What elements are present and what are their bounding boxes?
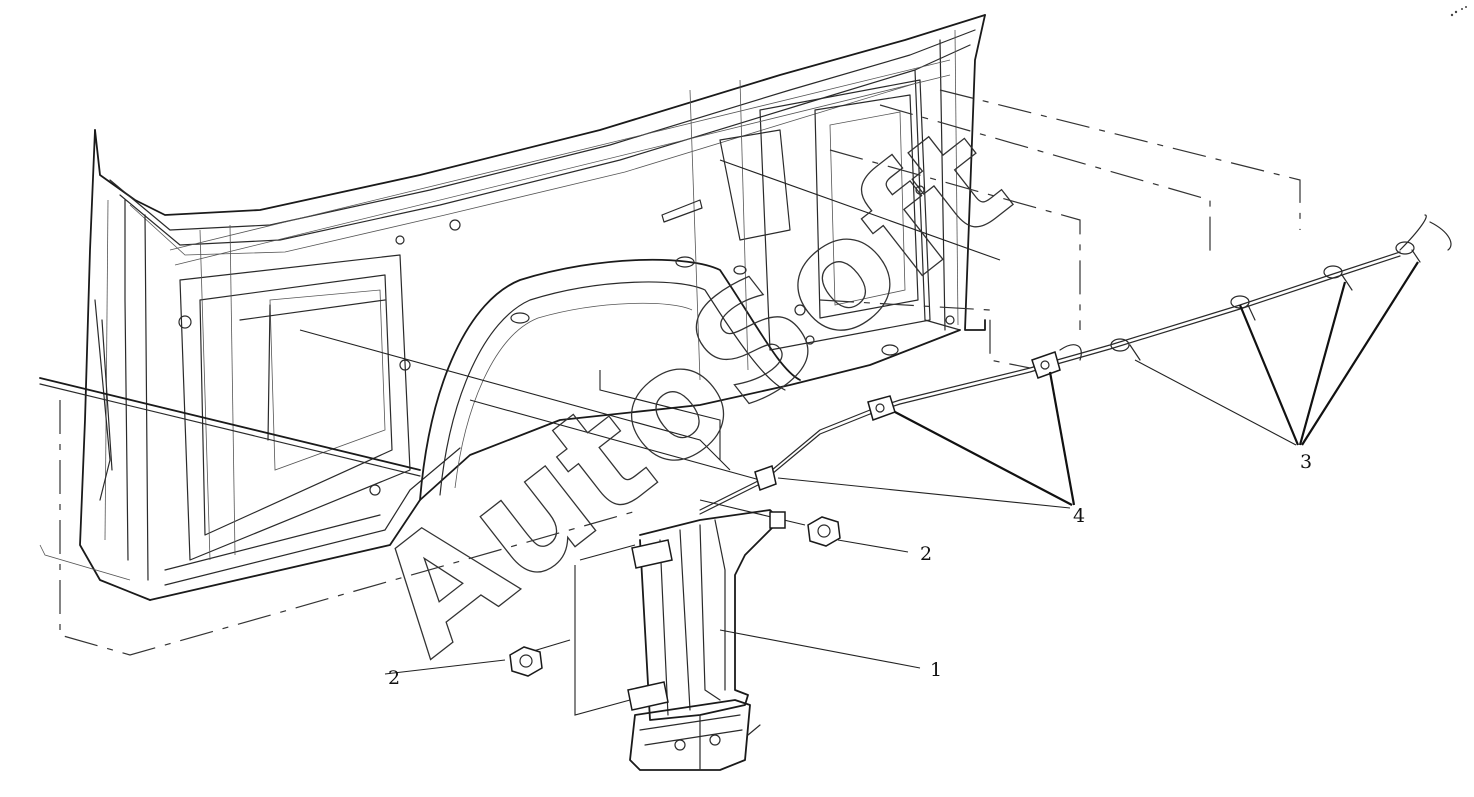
- explode-lines: [59, 89, 1301, 716]
- callout-1: 1: [930, 659, 942, 681]
- callout-4: 4: [1073, 505, 1085, 527]
- callout-2-left: 2: [388, 667, 400, 689]
- part-2-nut-left: [509, 646, 543, 677]
- part-2-nut-right: [807, 516, 841, 547]
- callout-leaders: [384, 261, 1419, 675]
- callout-labels: 1 2 2 3 4: [388, 451, 1312, 689]
- cab-rear-panel: [39, 14, 986, 601]
- callout-2-right: 2: [920, 543, 932, 565]
- callout-3: 3: [1300, 451, 1312, 473]
- part-1-pillar-bracket: [627, 509, 786, 771]
- corner-marks: [1450, 6, 1467, 17]
- cable-assembly: [699, 214, 1452, 515]
- part-3-clips: [1110, 241, 1421, 361]
